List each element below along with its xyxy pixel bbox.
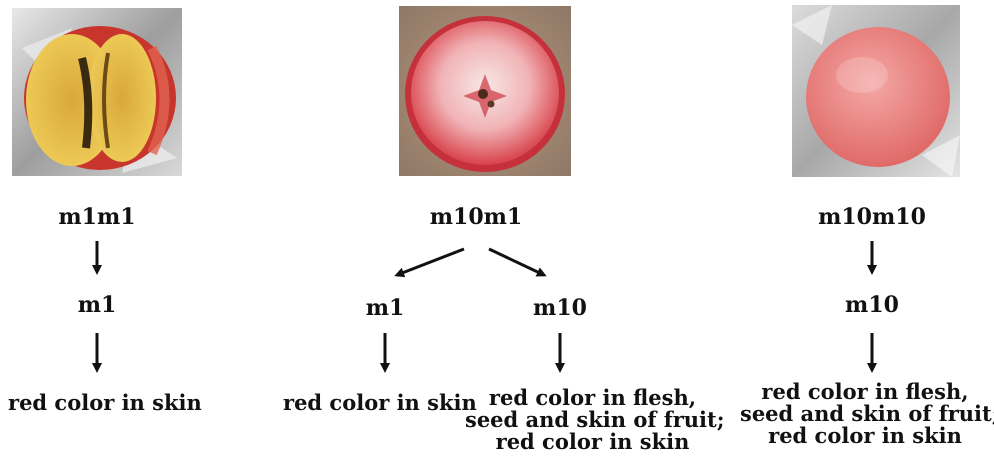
apple-photo-m10m10: [792, 5, 960, 177]
phenotype-left: red color in skin: [8, 392, 188, 414]
genotype-label-left: m1m1: [47, 205, 147, 229]
arrow-middle-to-m1: [397, 249, 464, 275]
allele-label-middle-m1: m1: [350, 296, 420, 320]
phenotype-middle-m10-line-1: red color in flesh,: [465, 387, 720, 409]
arrow-middle-to-m10: [489, 249, 544, 275]
apple-cut-yellow-flesh-image: [12, 8, 182, 176]
genotype-label-right: m10m10: [807, 205, 937, 229]
apple-photo-m10m1: [399, 6, 571, 176]
phenotype-middle-m1: red color in skin: [283, 392, 473, 414]
phenotype-left-line-1: red color in skin: [8, 392, 188, 414]
genotype-label-middle: m10m1: [421, 205, 531, 229]
allele-label-middle-m10: m10: [520, 296, 600, 320]
phenotype-right-line-1: red color in flesh,: [740, 381, 990, 403]
phenotype-right-line-3: red color in skin: [740, 425, 990, 447]
apple-cross-section-red-flesh-image: [399, 6, 571, 176]
phenotype-middle-m1-line-1: red color in skin: [283, 392, 473, 414]
phenotype-middle-m10: red color in flesh, seed and skin of fru…: [465, 387, 720, 453]
phenotype-right: red color in flesh, seed and skin of fru…: [740, 381, 990, 447]
apple-photo-m1m1: [12, 8, 182, 176]
allele-label-right: m10: [827, 293, 917, 317]
allele-label-left: m1: [57, 293, 137, 317]
phenotype-middle-m10-line-3: red color in skin: [465, 431, 720, 453]
phenotype-right-line-2: seed and skin of fruit;: [740, 403, 990, 425]
apple-whole-red-skin-image: [792, 5, 960, 177]
phenotype-middle-m10-line-2: seed and skin of fruit;: [465, 409, 720, 431]
